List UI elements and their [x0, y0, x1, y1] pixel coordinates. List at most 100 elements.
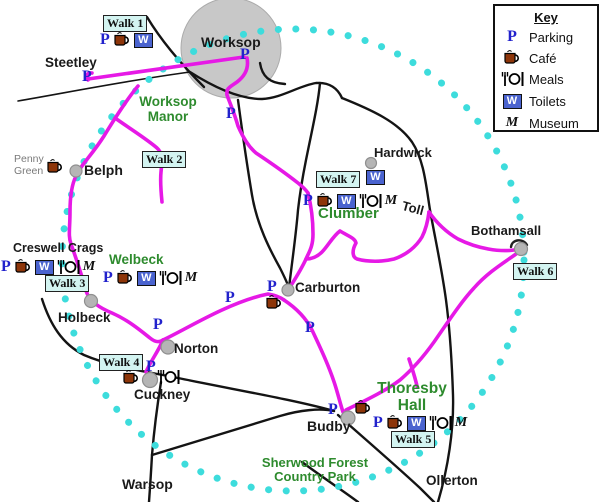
cafe-icon [315, 193, 335, 209]
road-northwest [145, 15, 206, 89]
toilets-icon: W [133, 32, 153, 48]
key-icon-cell: M [495, 115, 529, 131]
boundary-dotted-circle [58, 25, 528, 495]
walk-route-clumber-loop [304, 191, 431, 264]
parking-icon: P [100, 31, 110, 48]
walk-2-label: Walk 2 [142, 151, 187, 168]
parking-carburton: P [267, 278, 277, 295]
cafe-icon [121, 370, 141, 386]
key-icon-cell: P [495, 28, 529, 46]
key-item-label: Toilets [529, 93, 566, 109]
village-budby [340, 410, 356, 426]
parking-worksop-south: P [226, 105, 236, 122]
label-belph: Belph [84, 162, 123, 178]
amenities-penny-green [45, 159, 65, 175]
cafe-icon [112, 32, 132, 48]
key-item-parking: P Parking [495, 26, 597, 48]
road-worksop-hook [258, 61, 287, 86]
meals-icon [156, 369, 181, 385]
cafe-icon [13, 259, 33, 275]
road-central-west [236, 98, 291, 290]
cafe-icon [264, 295, 284, 311]
worksop-urban-area [180, 0, 282, 99]
village-norton [160, 339, 176, 355]
road-south-budby [150, 408, 336, 457]
village-belph [69, 164, 83, 178]
label-steetley: Steetley [45, 55, 97, 70]
label-holbeck: Holbeck [58, 310, 111, 325]
parking-icon: P [103, 269, 113, 286]
parking-icon: P [507, 28, 517, 45]
walk-route-carburton-budby [282, 298, 345, 414]
key-title: Key [534, 10, 558, 25]
key-item-label: Café [529, 50, 557, 66]
toilets-icon: W [406, 415, 426, 431]
walk-4-label: Walk 4 [99, 354, 144, 371]
parking-cuckney: P [146, 358, 156, 375]
cafe-icon [115, 270, 135, 286]
museum-icon: M [384, 193, 398, 208]
meals-icon [428, 415, 453, 431]
label-bothamsall: Bothamsall [471, 223, 542, 238]
key-item-label: Parking [529, 29, 574, 45]
walk-route-norton-carburton [161, 292, 286, 342]
label-cuckney: Cuckney [134, 387, 191, 402]
meals-icon [56, 259, 81, 275]
village-holbeck [83, 293, 99, 309]
walk-route-west-belph-norton [67, 84, 165, 344]
museum-icon: M [184, 270, 198, 285]
label-warsop: Warsop [122, 476, 173, 492]
toilets-icon: W [366, 170, 385, 185]
walk-route-toll-bothamsall [427, 210, 516, 253]
walk-route-bothamsall-budby [344, 252, 518, 412]
amenities-carburton [264, 295, 284, 311]
amenities-cuckney-cafe [121, 370, 141, 386]
key-icon-cell [495, 50, 529, 66]
parking-icon: P [373, 414, 383, 431]
road-steetley [17, 71, 191, 102]
road-worksop-ring [188, 70, 344, 101]
walk-route-thoresby-spur [407, 357, 419, 388]
museum-icon: M [454, 415, 468, 430]
parking-route-south: P [305, 319, 315, 336]
walk-6-label: Walk 6 [513, 263, 558, 280]
label-hardwick: Hardwick [374, 145, 432, 160]
label-clumber: Clumber [318, 205, 379, 222]
label-carburton: Carburton [295, 280, 361, 295]
toilets-icon: W [34, 259, 54, 275]
museum-icon: M [82, 259, 96, 274]
cafe-icon [353, 400, 373, 416]
toilets-icon: W [136, 270, 156, 286]
parking-norton: P [153, 316, 163, 333]
walk-3-label: Walk 3 [45, 275, 90, 292]
museum-icon: M [505, 115, 519, 130]
key-item-label: Meals [529, 71, 564, 87]
cafe-icon [385, 415, 405, 431]
meals-icon [500, 71, 525, 87]
village-dots [69, 156, 529, 426]
toilets-icon: W [502, 93, 522, 109]
walk-5-label: Walk 5 [391, 431, 436, 448]
parking-route-west: P [225, 289, 235, 306]
village-hardwick [364, 156, 378, 170]
cafe-icon [502, 50, 522, 66]
label-welbeck: Welbeck [109, 252, 164, 267]
label-ollerton: Ollerton [426, 473, 478, 488]
road-eastern-toll [340, 96, 455, 502]
walk-7-label: Walk 7 [316, 171, 361, 188]
key-icon-cell: W [495, 93, 529, 109]
amenities-cuckney-meals [156, 369, 181, 385]
amenities-hardwick: W [366, 170, 385, 185]
